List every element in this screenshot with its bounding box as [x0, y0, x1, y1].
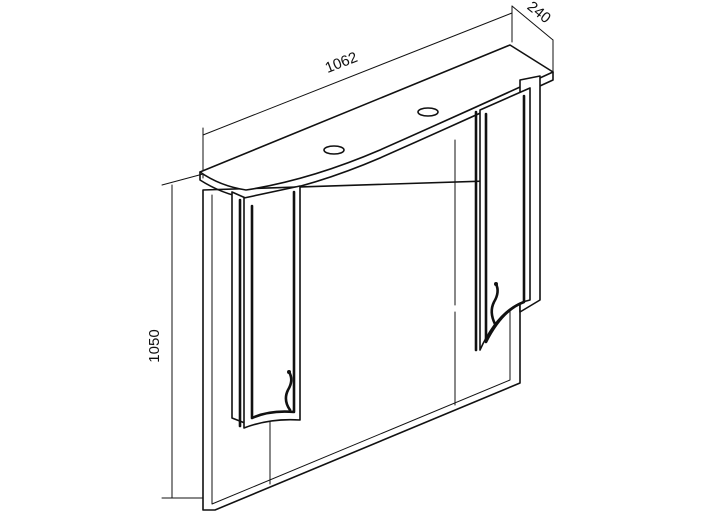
left-door-inner-frame: [250, 190, 296, 420]
left-cabinet-door: [243, 185, 301, 429]
right-door-handle-knob: [494, 282, 498, 286]
right-side-cabinet: [474, 75, 541, 352]
canopy-top-surface: [199, 44, 554, 191]
width-label: 1062: [323, 49, 360, 77]
depth-dimension-line: [511, 5, 554, 41]
top-canopy: [199, 44, 554, 199]
height-dimension: 1050: [146, 173, 204, 499]
left-door-handle-icon[interactable]: [284, 370, 293, 412]
height-label: 1050: [146, 329, 163, 362]
width-dimension-line: [202, 12, 513, 136]
right-door-inner-frame: [484, 94, 526, 344]
light-hole-left: [323, 145, 345, 155]
height-extension-top: [161, 173, 204, 186]
light-hole-right: [417, 107, 439, 117]
right-door-handle-icon[interactable]: [490, 282, 499, 326]
left-door-handle-knob: [287, 370, 291, 374]
depth-label: 240: [524, 0, 554, 27]
left-side-cabinet: [231, 185, 301, 429]
